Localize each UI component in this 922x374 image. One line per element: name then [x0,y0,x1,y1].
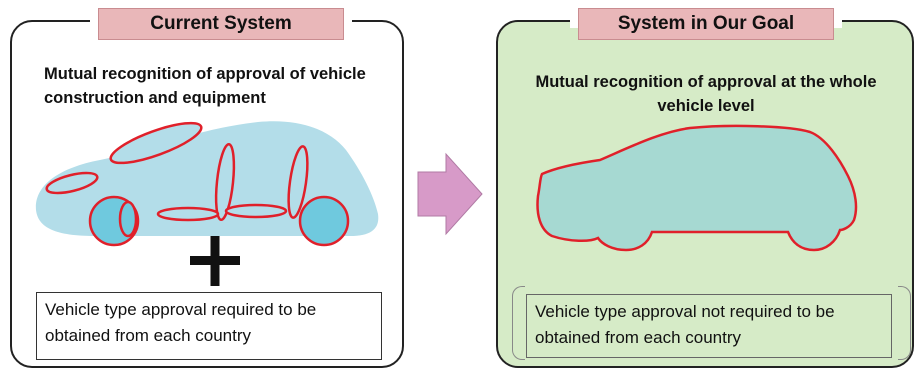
goal-system-note: Vehicle type approval not required to be… [526,294,892,358]
left-bracket [512,286,525,360]
wheel-hub [118,200,138,238]
plus-icon [190,236,240,286]
current-system-note: Vehicle type approval required to be obt… [36,292,382,360]
windshield-part [109,121,203,165]
current-system-heading: Mutual recognition of approval of vehicl… [44,65,366,107]
right-bracket [898,286,911,360]
seat-part [214,142,236,222]
whole-vehicle-silhouette [536,124,858,252]
headlight-part [45,171,99,195]
floor-part [156,206,220,222]
goal-system-title: System in Our Goal [578,8,834,40]
rear-wheel [298,195,350,247]
current-system-title: Current System [98,8,344,40]
floor-part [224,203,288,219]
right-arrow-icon [417,152,483,236]
seat-part [287,145,309,219]
goal-system-heading: Mutual recognition of approval at the wh… [535,73,877,115]
